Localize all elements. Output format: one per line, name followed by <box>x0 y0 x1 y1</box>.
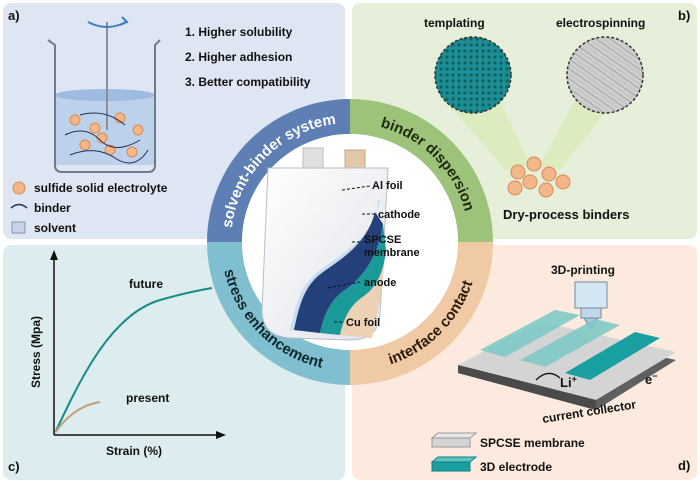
legend-solvent: solvent <box>34 221 76 235</box>
label-spcse: SPCSE <box>364 234 401 246</box>
label-membrane: membrane <box>364 247 420 259</box>
cell-labels: Al foil cathode SPCSE membrane anode Cu … <box>327 180 420 329</box>
tab-left <box>302 147 324 171</box>
label-cathode: cathode <box>378 209 420 221</box>
binder-particles <box>507 156 571 198</box>
x-axis-arrow <box>216 431 226 439</box>
method-templating: templating <box>424 16 485 30</box>
spcse-membrane-layer <box>320 224 386 335</box>
spcse-swatch <box>431 437 471 448</box>
x-axis-label: Strain (%) <box>106 444 162 458</box>
beaker <box>47 16 161 173</box>
binder-strands <box>64 112 149 164</box>
electrode-finger-2 <box>520 319 620 367</box>
panel-d-label: d) <box>678 458 690 473</box>
legend-binder: binder <box>34 201 71 215</box>
legend-spcse-membrane: SPCSE membrane <box>480 436 585 450</box>
ring-segment-bottom-left <box>207 242 350 385</box>
printing-label: 3D-printing <box>551 263 615 277</box>
electron-label: e− <box>645 371 658 387</box>
solvent-swatch <box>11 221 26 234</box>
ring-segment-top-left <box>207 99 350 242</box>
panel-b-label: b) <box>678 8 690 23</box>
binder-swatch <box>10 203 28 209</box>
electrode-finger-3 <box>565 332 660 380</box>
li-ion-path <box>535 372 561 381</box>
beaker-outline <box>47 39 161 173</box>
electrode-swatch <box>431 461 471 472</box>
cathode-layer <box>294 212 383 333</box>
ring-segment-top-right <box>350 99 493 242</box>
label-cu-foil: Cu foil <box>346 317 380 329</box>
dry-process-caption: Dry-process binders <box>503 207 629 222</box>
label-al-foil: Al foil <box>372 180 403 192</box>
printed-stack <box>458 310 676 410</box>
panel-a-points: 1. Higher solubility 2. Higher adhesion … <box>185 25 311 89</box>
li-ion-label: Li+ <box>560 374 577 390</box>
future-label: future <box>129 277 163 291</box>
collector-edge <box>458 365 596 410</box>
panel-a-legend: sulfide solid electrolyte binder solvent <box>10 181 168 235</box>
electrospinning-beam <box>540 100 615 170</box>
anode-cu-layer <box>340 250 386 338</box>
sulfide-electrolyte-swatch <box>12 181 26 195</box>
legend-sulfide-electrolyte: sulfide solid electrolyte <box>34 181 168 195</box>
y-axis-arrow <box>50 250 58 260</box>
point-2: 2. Higher adhesion <box>185 50 292 64</box>
electrospinning-micrograph <box>566 36 644 114</box>
legend-3d-electrode: 3D electrode <box>480 460 552 474</box>
solvent-surface <box>55 89 155 101</box>
panel-d-legend: SPCSE membrane 3D electrode <box>430 432 585 474</box>
electrode-finger-1 <box>480 310 580 357</box>
pouch-cell <box>261 147 389 341</box>
y-axis-label: Stress (Mpa) <box>29 316 43 388</box>
panel-c-label: c) <box>8 459 20 474</box>
stir-arrow-head <box>119 16 129 26</box>
future-curve <box>54 287 213 434</box>
present-curve <box>54 401 101 434</box>
templating-micrograph <box>434 36 512 114</box>
point-1: 1. Higher solubility <box>185 25 293 39</box>
panel-a-label: a) <box>8 8 20 23</box>
ring-segment-bottom-right <box>350 242 493 385</box>
particles <box>69 112 144 158</box>
templating-beam <box>445 100 530 170</box>
method-electrospinning: electrospinning <box>556 16 645 30</box>
point-3: 3. Better compatibility <box>185 75 311 89</box>
present-label: present <box>126 391 169 405</box>
label-anode: anode <box>364 277 396 289</box>
